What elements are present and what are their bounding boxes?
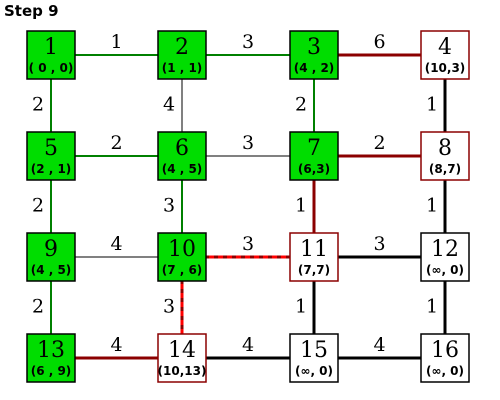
edge-weight-1-5: 2 (32, 94, 44, 116)
node-number-2: 2 (175, 35, 189, 60)
node-box-7 (289, 131, 339, 181)
edge-weight-3-4: 6 (373, 31, 385, 53)
node-box-10 (157, 232, 207, 282)
node-number-7: 7 (307, 136, 321, 161)
edge-weight-7-11: 1 (295, 195, 307, 217)
edge-weight-11-12: 3 (373, 233, 385, 255)
node-box-1 (26, 30, 76, 80)
node-box-4 (420, 30, 470, 80)
edge-weight-2-6: 4 (163, 94, 175, 116)
node-9: 9(4 , 5) (26, 232, 76, 282)
node-number-12: 12 (431, 237, 459, 262)
edge-weight-2-3: 3 (242, 31, 254, 53)
node-box-15 (289, 333, 339, 383)
node-label-16: (∞, 0) (426, 364, 464, 378)
node-number-14: 14 (168, 338, 196, 363)
node-box-6 (157, 131, 207, 181)
edge-weight-11-15: 1 (295, 296, 307, 318)
node-3: 3(4 , 2) (289, 30, 339, 80)
node-number-9: 9 (44, 237, 58, 262)
edge-weight-5-9: 2 (32, 195, 44, 217)
edge-weight-9-13: 2 (32, 296, 44, 318)
node-number-11: 11 (300, 237, 328, 262)
node-label-13: (6 , 9) (31, 364, 72, 378)
node-number-5: 5 (44, 136, 58, 161)
node-label-8: (8,7) (429, 162, 461, 176)
node-number-6: 6 (175, 136, 189, 161)
node-10: 10(7 , 6) (157, 232, 207, 282)
node-15: 15(∞, 0) (289, 333, 339, 383)
node-1: 1( 0 , 0) (26, 30, 76, 80)
node-label-6: (4 , 5) (162, 162, 203, 176)
node-number-8: 8 (438, 136, 452, 161)
node-number-15: 15 (300, 338, 328, 363)
edge-weight-6-7: 3 (242, 132, 254, 154)
node-label-10: (7 , 6) (162, 263, 203, 277)
node-14: 14(10,13) (157, 333, 207, 383)
node-box-14 (157, 333, 207, 383)
edge-weight-4-8: 1 (426, 94, 438, 116)
edge-weight-8-12: 1 (426, 195, 438, 217)
node-5: 5(2 , 1) (26, 131, 76, 181)
node-number-4: 4 (438, 35, 452, 60)
node-box-11 (289, 232, 339, 282)
node-number-16: 16 (431, 338, 459, 363)
edge-weight-9-10: 4 (110, 233, 122, 255)
node-2: 2(1 , 1) (157, 30, 207, 80)
node-box-8 (420, 131, 470, 181)
node-label-15: (∞, 0) (295, 364, 333, 378)
node-box-16 (420, 333, 470, 383)
node-box-12 (420, 232, 470, 282)
node-13: 13(6 , 9) (26, 333, 76, 383)
edge-weight-14-15: 4 (242, 334, 254, 356)
edge-weight-15-16: 4 (373, 334, 385, 356)
node-label-5: (2 , 1) (31, 162, 72, 176)
node-box-2 (157, 30, 207, 80)
step-title: Step 9 (4, 2, 59, 20)
edge-weight-12-16: 1 (426, 296, 438, 318)
edge-weight-10-14: 3 (163, 296, 175, 318)
node-box-5 (26, 131, 76, 181)
node-label-3: (4 , 2) (294, 61, 335, 75)
node-number-10: 10 (168, 237, 196, 262)
edge-weight-7-8: 2 (373, 132, 385, 154)
node-4: 4(10,3) (420, 30, 470, 80)
node-12: 12(∞, 0) (420, 232, 470, 282)
edge-weight-3-7: 2 (295, 94, 307, 116)
node-label-11: (7,7) (298, 263, 330, 277)
node-label-14: (10,13) (158, 364, 207, 378)
node-box-13 (26, 333, 76, 383)
node-11: 11(7,7) (289, 232, 339, 282)
node-label-1: ( 0 , 0) (29, 61, 74, 75)
node-6: 6(4 , 5) (157, 131, 207, 181)
node-label-2: (1 , 1) (162, 61, 203, 75)
node-box-3 (289, 30, 339, 80)
node-number-1: 1 (44, 35, 58, 60)
node-label-9: (4 , 5) (31, 263, 72, 277)
edge-weight-10-11: 3 (242, 233, 254, 255)
node-number-13: 13 (37, 338, 65, 363)
node-number-3: 3 (307, 35, 321, 60)
node-label-12: (∞, 0) (426, 263, 464, 277)
edge-weight-6-10: 3 (163, 195, 175, 217)
edges-layer (50, 53, 447, 360)
nodes-layer: 1( 0 , 0)2(1 , 1)3(4 , 2)4(10,3)5(2 , 1)… (26, 30, 470, 383)
edge-weight-13-14: 4 (110, 334, 122, 356)
node-box-9 (26, 232, 76, 282)
node-7: 7(6,3) (289, 131, 339, 181)
edge-weight-1-2: 1 (110, 31, 122, 53)
node-16: 16(∞, 0) (420, 333, 470, 383)
node-label-4: (10,3) (425, 61, 466, 75)
node-8: 8(8,7) (420, 131, 470, 181)
edge-weight-5-6: 2 (110, 132, 122, 154)
node-label-7: (6,3) (298, 162, 330, 176)
